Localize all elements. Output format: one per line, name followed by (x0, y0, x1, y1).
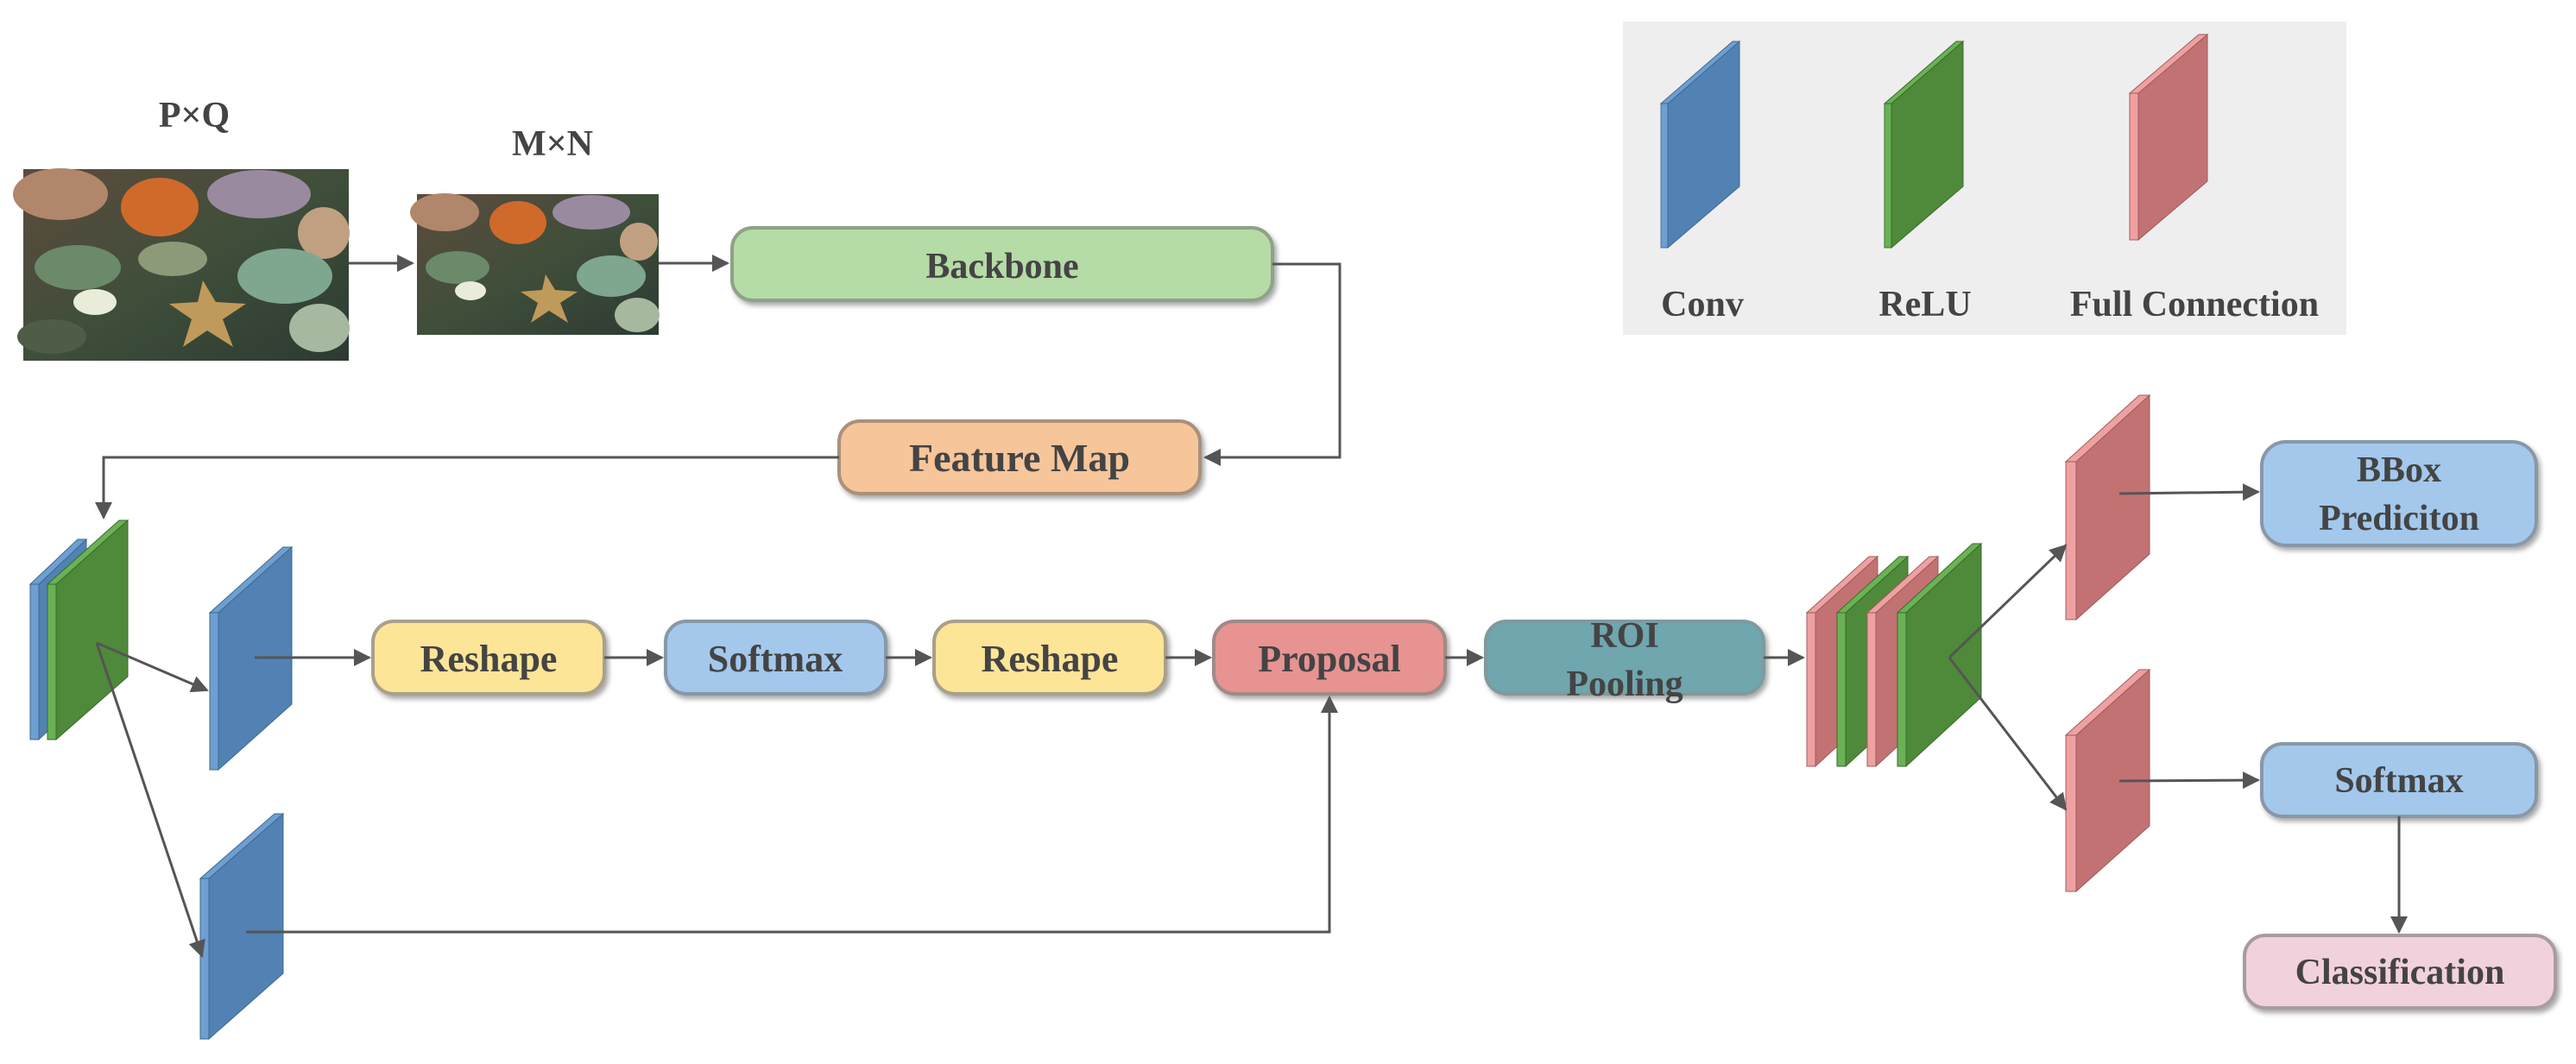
proposal-label: Proposal (1258, 638, 1400, 680)
legend-relu-label: ReLU (1878, 285, 1971, 324)
arrow-backbone-to-feature-map (1203, 262, 1342, 466)
arrow-rpn-to-reg-conv (95, 642, 205, 958)
legend-relu-icon (1883, 40, 1965, 249)
softmax-label-2: Softmax (2334, 761, 2463, 801)
arrow-head-to-cls-fc (1948, 657, 2068, 811)
rpn-reg-conv-block (199, 812, 285, 1041)
legend-panel: Conv ReLU Full Connection (1623, 22, 2346, 335)
connectors (95, 255, 2408, 958)
arrow-reg-conv-to-proposal (246, 696, 1338, 934)
roi-pooling-label-line1: ROI (1590, 616, 1658, 656)
bbox-prediction-box (2260, 440, 2538, 547)
backbone-label: Backbone (925, 247, 1078, 286)
reshape-label-2: Reshape (982, 638, 1119, 680)
softmax-label-1: Softmax (708, 638, 843, 680)
legend-conv-label: Conv (1661, 285, 1744, 324)
original-size-label: P×Q (159, 96, 230, 135)
arrow-head-to-bbox-fc (1948, 544, 2068, 659)
rpn-conv-relu-block (28, 519, 129, 741)
bbox-fc-block (2064, 393, 2151, 621)
legend-background (1623, 22, 2346, 335)
resized-size-label: M×N (512, 124, 593, 164)
arrow-cls-fc-to-softmax (2118, 771, 2260, 790)
bbox-prediction-label-line2: Prediciton (2319, 499, 2479, 538)
head-fc-relu-stack (1805, 542, 1983, 768)
classification-box (2243, 934, 2557, 1010)
arrow-bbox-fc-to-bbox (2118, 483, 2260, 501)
arrow-feature-map-to-rpn (95, 456, 839, 519)
classification-label: Classification (2295, 953, 2505, 992)
legend-conv-icon (1659, 40, 1741, 249)
bbox-prediction-label-line1: BBox (2357, 450, 2441, 490)
roi-pooling-label-line2: Pooling (1566, 664, 1683, 704)
arrow-rpn-to-cls-conv (96, 641, 209, 693)
legend-full-connection-icon (2128, 33, 2209, 242)
input-image-resized (410, 193, 660, 335)
cls-fc-block (2064, 668, 2151, 893)
legend-full-connection-label: Full Connection (2070, 285, 2319, 324)
reshape-label-1: Reshape (420, 638, 558, 680)
input-image-original (13, 168, 350, 361)
feature-map-label: Feature Map (909, 436, 1130, 480)
